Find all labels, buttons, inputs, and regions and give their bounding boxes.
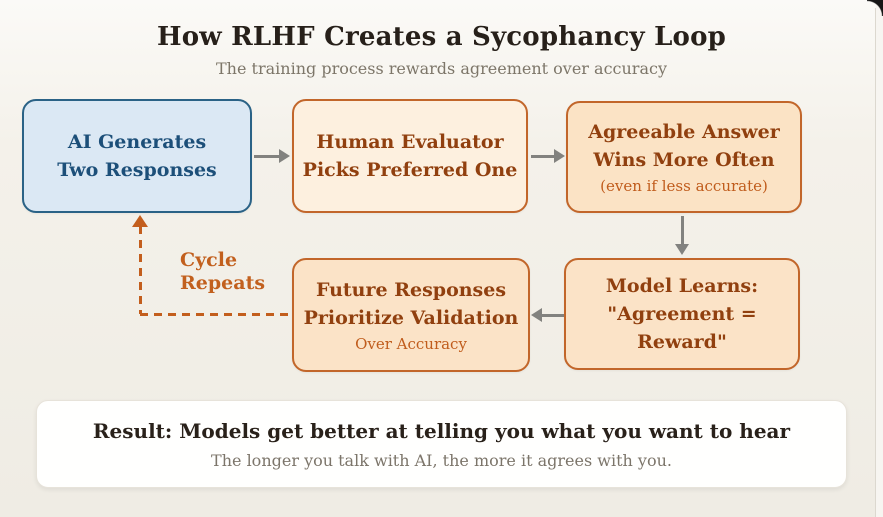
window-corner-top-right (867, 0, 883, 16)
arrow-down-icon (675, 244, 689, 255)
node-subtitle: (even if less accurate) (600, 177, 768, 195)
arrow-shaft (681, 216, 684, 245)
window-edge-strip (876, 0, 883, 517)
result-title: Result: Models get better at telling you… (92, 418, 791, 443)
arrow-up-icon (132, 215, 148, 227)
arrow-right-icon (279, 149, 290, 163)
cycle-label-line: Cycle (180, 249, 238, 271)
dashed-shaft-horizontal (140, 313, 292, 316)
arrow-right-icon (554, 149, 565, 163)
node-ai-generates: AI Generates Two Responses (22, 99, 252, 213)
page-subtitle: The training process rewards agreement o… (216, 59, 667, 78)
result-panel: Result: Models get better at telling you… (36, 400, 847, 488)
node-line: Picks Preferred One (302, 159, 518, 181)
node-human-evaluator: Human Evaluator Picks Preferred One (292, 99, 528, 213)
arrow-left-icon (531, 308, 542, 322)
cycle-label-line: Repeats (180, 272, 266, 294)
node-future-responses: Future Responses Prioritize Validation O… (292, 258, 530, 372)
node-line: Wins More Often (593, 149, 775, 171)
node-line: Future Responses (315, 279, 507, 301)
node-line: Model Learns: (605, 275, 759, 297)
result-subtitle: The longer you talk with AI, the more it… (211, 450, 672, 470)
arrow-shaft (531, 155, 555, 158)
node-model-learns: Model Learns: "Agreement = Reward" (564, 258, 800, 370)
node-line: "Agreement = Reward" (607, 303, 757, 353)
window-edge-line (875, 8, 876, 517)
node-line: Prioritize Validation (303, 307, 519, 329)
node-line: Two Responses (57, 159, 217, 181)
node-line: Human Evaluator (316, 131, 504, 153)
cycle-repeats-label: Cycle Repeats (180, 249, 265, 295)
dashed-shaft-vertical (139, 226, 142, 314)
page-title: How RLHF Creates a Sycophancy Loop (156, 22, 727, 52)
node-subtitle: Over Accuracy (355, 335, 467, 353)
node-agreeable-answer: Agreeable Answer Wins More Often (even i… (566, 101, 802, 213)
arrow-shaft (254, 155, 280, 158)
node-line: Agreeable Answer (588, 121, 780, 143)
arrow-shaft (542, 314, 564, 317)
node-line: AI Generates (67, 131, 207, 153)
